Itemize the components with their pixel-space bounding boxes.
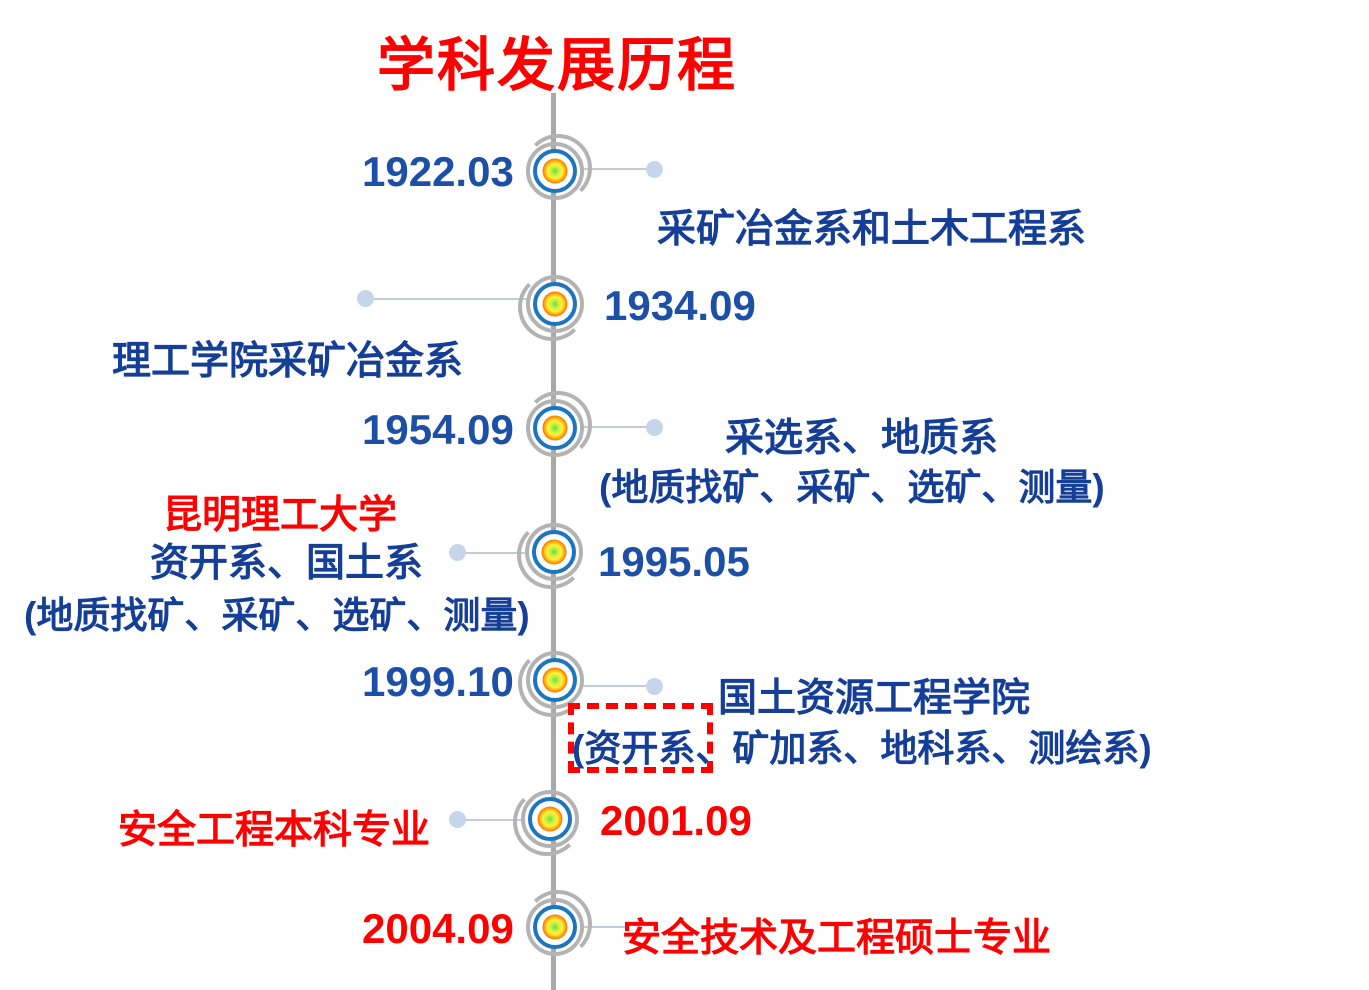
date-2004: 2004.09 [362, 905, 514, 952]
connector-line-1954 [583, 426, 647, 428]
marker-gray-ring [525, 523, 583, 581]
label-1934: 理工学院采矿冶金系 [112, 340, 464, 383]
sublabel-1995: (地质找矿、采矿、选矿、测量) [24, 595, 530, 636]
marker-core-dot [542, 914, 568, 940]
timeline-marker-1934 [518, 272, 587, 341]
marker-gray-ring [526, 898, 584, 956]
marker-outer-arc [513, 788, 581, 856]
marker-gray-ring [526, 275, 584, 333]
marker-outer-arc [518, 273, 586, 341]
marker-blue-ring [533, 149, 577, 193]
highlight-dashed-box [568, 703, 713, 773]
marker-gray-ring [526, 651, 584, 709]
timeline-marker-1999 [518, 648, 587, 717]
marker-core-dot [542, 291, 568, 317]
connector-line-2001 [465, 819, 525, 821]
timeline-marker-2001 [513, 787, 582, 856]
timeline-marker-1922 [523, 134, 592, 203]
timeline-marker-1954 [523, 391, 592, 460]
connector-line-1922 [583, 168, 647, 170]
connector-dot-1922 [646, 161, 663, 178]
marker-outer-arc [524, 134, 592, 202]
marker-gray-ring [521, 790, 579, 848]
connector-dot-1934 [357, 290, 374, 307]
label-1954: 采选系、地质系 [725, 417, 999, 460]
label-2004: 安全技术及工程硕士专业 [622, 917, 1052, 960]
timeline-marker-1995 [517, 520, 586, 589]
connector-line-1999 [583, 685, 647, 687]
marker-blue-ring [532, 530, 576, 574]
connector-line-1934 [373, 298, 529, 300]
connector-dot-1995 [449, 544, 466, 561]
marker-core-dot [542, 667, 568, 693]
marker-outer-arc [524, 391, 592, 459]
marker-core-dot [537, 806, 563, 832]
connector-dot-1954 [646, 419, 663, 436]
marker-core-dot [542, 158, 568, 184]
marker-outer-arc [518, 649, 586, 717]
label-1995: 资开系、国土系 [150, 542, 424, 585]
marker-outer-arc [524, 890, 592, 958]
marker-gray-ring [526, 142, 584, 200]
date-1954: 1954.09 [362, 406, 514, 453]
date-1999: 1999.10 [362, 658, 514, 705]
connector-line-1995 [465, 552, 529, 554]
marker-core-dot [542, 415, 568, 441]
heading-1995: 昆明理工大学 [163, 494, 398, 537]
date-1934: 1934.09 [604, 282, 756, 329]
sublabel-1999: (资开系、矿加系、地科系、测绘系) [572, 728, 1152, 769]
label-1999: 国土资源工程学院 [718, 677, 1031, 720]
label-1922: 采矿冶金系和土木工程系 [657, 208, 1087, 251]
page-title: 学科发展历程 [377, 33, 738, 98]
marker-outer-arc [517, 521, 585, 589]
connector-dot-2001 [449, 811, 466, 828]
date-1922: 1922.03 [362, 148, 514, 195]
marker-core-dot [541, 539, 567, 565]
connector-line-2004 [584, 926, 628, 928]
date-1995: 1995.05 [598, 538, 750, 585]
date-2001: 2001.09 [600, 797, 752, 844]
connector-dot-1999 [646, 678, 663, 695]
label-2001: 安全工程本科专业 [118, 809, 431, 852]
timeline-marker-2004 [523, 890, 592, 959]
marker-gray-ring [526, 399, 584, 457]
sublabel-1954: (地质找矿、采矿、选矿、测量) [599, 467, 1105, 508]
